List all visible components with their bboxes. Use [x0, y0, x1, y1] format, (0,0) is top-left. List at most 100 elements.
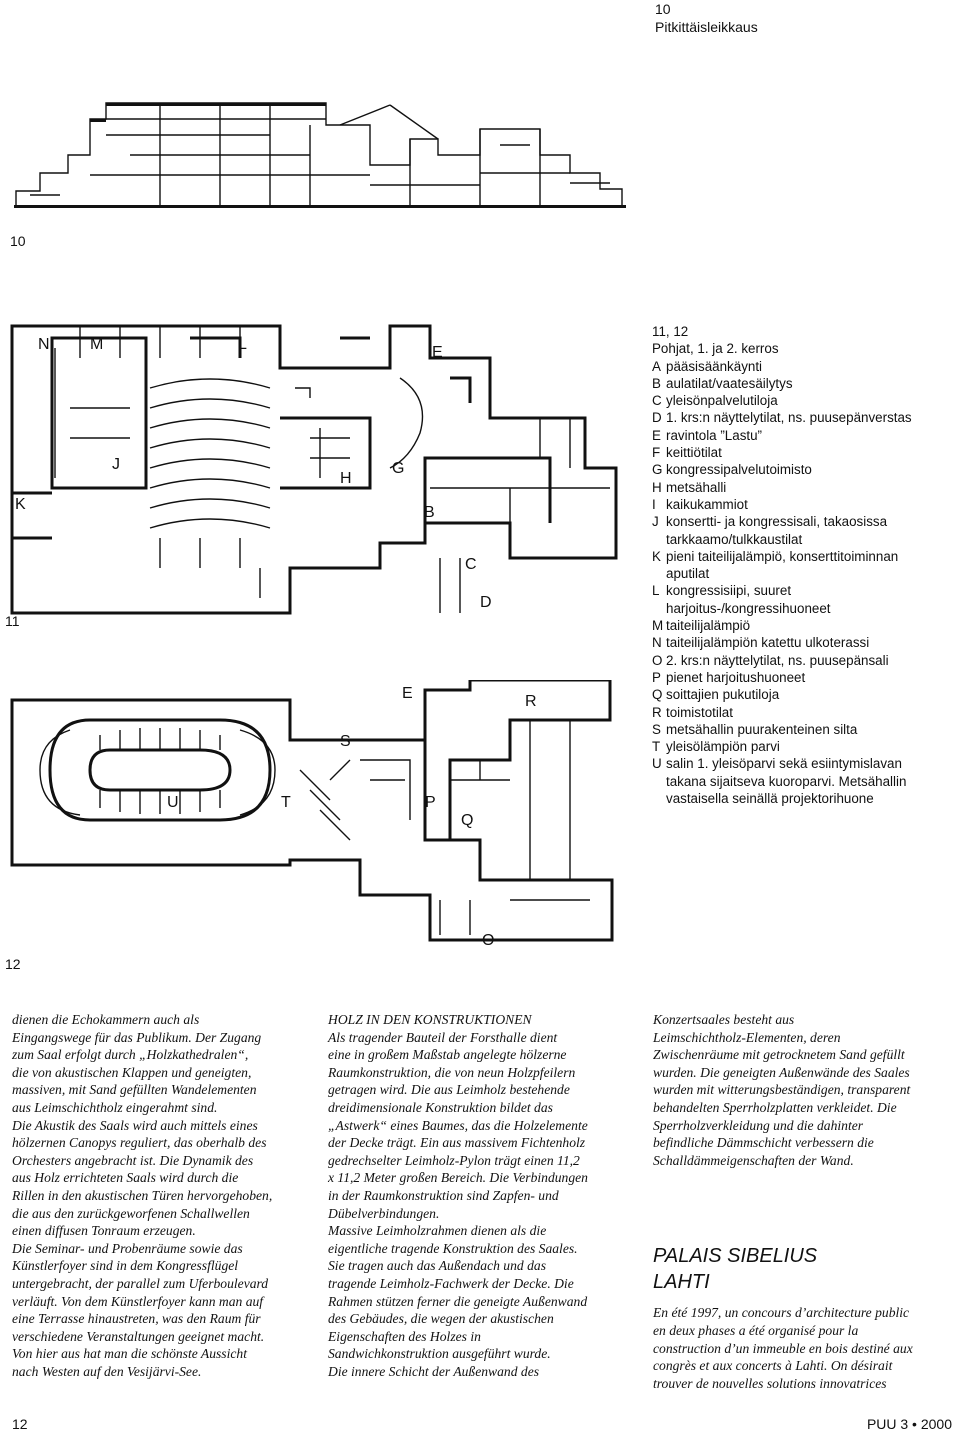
legend-key: K — [652, 548, 661, 564]
text-line: Von hier aus hat man die schönste Aussic… — [12, 1346, 247, 1362]
text-line: Die innere Schicht der Außenwand des — [328, 1363, 540, 1379]
figure-caption: 10 Pitkittäisleikkaus — [655, 0, 758, 36]
text-line: Konzertsaales besteht aus — [653, 1012, 795, 1027]
text-line: der Decke trägt. Ein aus massivem Fichte… — [328, 1135, 586, 1151]
legend-text: 2. krs:n näyttelytilat, ns. puusepänsali — [666, 652, 889, 668]
legend-text: ravintola ”Lastu” — [666, 427, 763, 443]
text-line: die aus den zurückgeworfenen Schallwelle… — [12, 1205, 250, 1221]
legend-key: B — [652, 375, 661, 391]
legend-text: yleisönpalvelutiloja — [666, 393, 778, 409]
legend-text: taiteilijalämpiön katettu ulkoterassi — [666, 635, 870, 651]
text-line: in der Raumkonstruktion sind Zapfen- und — [328, 1187, 559, 1203]
legend-text: salin 1. yleisöparvi sekä esiintymislava… — [666, 756, 902, 772]
plan-letter-r: R — [525, 693, 537, 710]
legend-key: C — [652, 393, 662, 409]
legend-key: P — [652, 669, 661, 685]
text-line: Die Seminar- und Probenräume sowie das — [12, 1240, 243, 1256]
figure-caption-title: Pitkittäisleikkaus — [655, 19, 758, 35]
text-line: einen diffusen Tonraum erzeugen. — [12, 1223, 196, 1239]
text-line: befindliche Dämmschicht verbessern die — [653, 1135, 874, 1151]
page-number: 12 — [12, 1416, 28, 1432]
legend-text: tarkkaamo/tulkkaustilat — [666, 531, 803, 547]
plan-letter-q: Q — [461, 812, 474, 829]
plan-letter-u: U — [167, 794, 179, 811]
legend-text: toimistotilat — [666, 704, 733, 720]
text-line: HOLZ IN DEN KONSTRUKTIONEN — [328, 1012, 532, 1027]
heading-palais-sibelius: PALAIS SIBELIUS — [653, 1245, 818, 1268]
plan-letter-n: N — [38, 336, 50, 353]
text-line: aus Holz errichteten Saals wird durch di… — [12, 1170, 239, 1186]
text-line: nach Westen auf den Vesijärvi-See. — [12, 1363, 202, 1379]
text-line: dreidimensionale Konstruktion bildet das — [328, 1099, 553, 1115]
legend-key: A — [652, 358, 661, 374]
plan-letter-b: B — [424, 504, 435, 521]
legend-text: kongressisiipi, suuret — [666, 583, 792, 599]
text-line: trouver de nouvelles solutions innovatri… — [653, 1375, 887, 1391]
text-line: eine Terrasse hinaustreten, was den Raum… — [12, 1311, 261, 1327]
text-line: verschiedene Veranstaltungen geeignet ma… — [12, 1328, 265, 1344]
text-line: Sie tragen auch das Außendach und das — [328, 1258, 546, 1274]
legend-key: M — [652, 618, 664, 634]
plan-letter-s: S — [340, 733, 351, 750]
text-line: aus Leimschichtholz eingerahmt sind. — [12, 1099, 218, 1115]
legend-item: takana sijaitseva kuoroparvi. Metsähalli… — [652, 773, 952, 790]
legend-item: aputilat — [652, 565, 952, 582]
section-label: 10 — [10, 233, 26, 249]
legend-text: pieni taiteilijalämpiö, konserttitoiminn… — [666, 548, 899, 564]
text-line: hölzernen Canopys reguliert, das oberhal… — [12, 1135, 267, 1151]
text-line: En été 1997, un concours d’architecture … — [653, 1305, 910, 1321]
text-line: x 11,2 Meter großen Bereich. Die Verbind… — [328, 1170, 588, 1186]
text-line: eine in großem Maßstab angelegte hölzern… — [328, 1047, 567, 1063]
text-line: construction d’un immeuble en bois desti… — [653, 1340, 913, 1356]
text-line: tragende Leimholz-Fachwerk der Decke. Di… — [328, 1275, 574, 1291]
plan1-label: 11 — [5, 613, 20, 629]
plan-letter-j: J — [112, 456, 120, 473]
text-line: congrès et aux concerts à Lahti. On dési… — [653, 1358, 893, 1374]
text-line: Sandwichkonstruktion ausgeführt wurde. — [328, 1346, 551, 1362]
text-line: verläuft. Von dem Künstlerfoyer kann man… — [12, 1293, 264, 1309]
plan-letter-p: P — [425, 794, 436, 811]
legend-key: H — [652, 479, 662, 495]
legend-text: soittajien pukutiloja — [666, 687, 780, 703]
text-line: wurden. Die geneigten Außenwände des Saa… — [653, 1064, 910, 1080]
legend-title-numbers: 11, 12 — [652, 324, 689, 339]
legend-text: takana sijaitseva kuoroparvi. Metsähalli… — [666, 773, 907, 789]
legend-key: E — [652, 427, 661, 443]
plan-letter-o: O — [482, 932, 495, 949]
legend-key: S — [652, 721, 661, 737]
plan-letter-k: K — [15, 496, 26, 513]
text-line: „Astwerk“ eines Baumes, das die Holzelem… — [328, 1117, 588, 1133]
plan-letter-e-top: E — [432, 344, 443, 361]
text-line: gedrechselter Leimholz-Pylon trägt einen… — [328, 1152, 580, 1168]
plan-letter-g: G — [392, 460, 405, 477]
legend-key: R — [652, 704, 662, 720]
text-line: zum Saal erfolgt durch „Holzkathedralen“… — [12, 1047, 249, 1063]
plan-letter-h: H — [340, 470, 352, 487]
legend-text: pääsisäänkäynti — [666, 358, 763, 374]
legend-key: L — [652, 583, 660, 599]
legend-item: vastaisella seinällä projektorihuone — [652, 790, 952, 807]
legend-key: I — [652, 496, 656, 512]
text-line: dienen die Echokammern auch als — [12, 1012, 200, 1027]
legend-text: metsähalli — [666, 479, 727, 495]
longitudinal-section-drawing — [10, 95, 630, 215]
